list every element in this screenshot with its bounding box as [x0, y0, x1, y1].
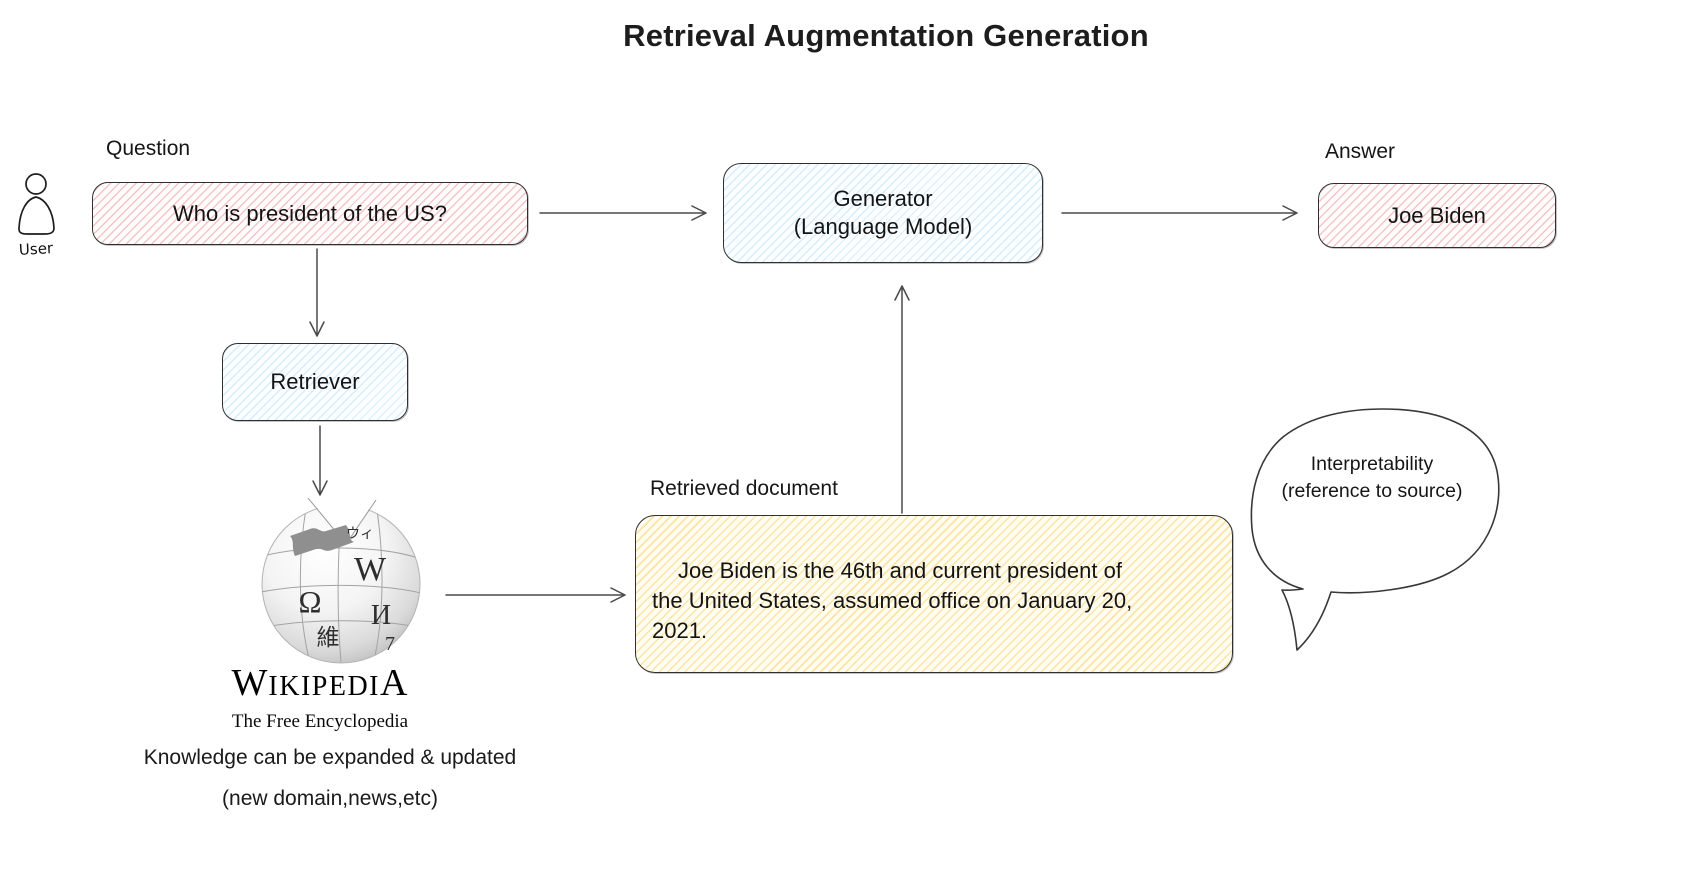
page-title: Retrieval Augmentation Generation: [623, 18, 1149, 53]
retrieved-document-label: Retrieved document: [650, 477, 838, 500]
arrow-question-to-generator: [539, 205, 707, 221]
question-box: Who is president of the US?: [92, 182, 528, 245]
retriever-box-text: Retriever: [270, 369, 360, 394]
user-icon: [18, 173, 55, 235]
retrieved-document-box: Joe Biden is the 46th and current presid…: [635, 515, 1233, 673]
globe-missing-piece-notch: [309, 498, 376, 544]
wikipedia-tagline: The Free Encyclopedia: [231, 711, 409, 732]
generator-box: Generator (Language Model): [723, 163, 1043, 263]
answer-box: Joe Biden: [1318, 183, 1556, 248]
globe-dark-piece: [290, 525, 354, 556]
globe-char-w: W: [354, 551, 387, 588]
retrieved-document-text: Joe Biden is the 46th and current presid…: [652, 558, 1133, 643]
wikipedia-globe-icon: W Ω И 維 ウィ 7: [261, 498, 421, 664]
globe-char-i: И: [371, 600, 391, 631]
generator-box-text-line1: Generator: [833, 186, 933, 211]
globe-char-wi: ウィ: [346, 526, 374, 542]
question-label: Question: [106, 137, 191, 160]
arrow-retriever-to-wikipedia: [312, 425, 328, 496]
globe-char-omega: Ω: [298, 584, 321, 619]
interpretability-bubble: [1250, 408, 1500, 651]
wordmark-mid: IKIPEDI: [268, 671, 380, 702]
knowledge-note-line2: (new domain,news,etc): [222, 787, 438, 810]
globe-puzzle-lines: [262, 505, 420, 663]
arrow-generator-to-answer: [1061, 205, 1298, 221]
bubble-line2: (reference to source): [1281, 480, 1463, 502]
knowledge-note: Knowledge can be expanded & updated (new…: [60, 746, 600, 811]
globe-char-wei: 維: [317, 625, 340, 650]
wordmark-w: W: [231, 662, 269, 704]
answer-label: Answer: [1325, 140, 1396, 163]
knowledge-note-line1: Knowledge can be expanded & updated: [143, 746, 517, 769]
wikipedia-logo-text: WIKIPEDIA The Free Encyclopedia: [185, 664, 455, 733]
arrow-document-to-generator: [894, 285, 910, 514]
generator-box-text-line2: (Language Model): [793, 214, 973, 239]
arrow-wikipedia-to-document: [445, 587, 626, 603]
user-label: User: [18, 239, 54, 259]
wikipedia-wordmark: WIKIPEDIA: [185, 664, 455, 710]
globe-char-seven: 7: [385, 633, 395, 655]
retriever-box: Retriever: [222, 343, 408, 421]
globe-characters: W Ω И 維 ウィ 7: [298, 526, 395, 655]
interpretability-bubble-text: Interpretability (reference to source): [1252, 451, 1492, 505]
arrow-question-to-retriever: [309, 248, 325, 337]
question-box-text: Who is president of the US?: [173, 200, 447, 226]
answer-box-text: Joe Biden: [1388, 202, 1486, 228]
bubble-line1: Interpretability: [1310, 453, 1434, 475]
wordmark-a: A: [380, 662, 409, 704]
